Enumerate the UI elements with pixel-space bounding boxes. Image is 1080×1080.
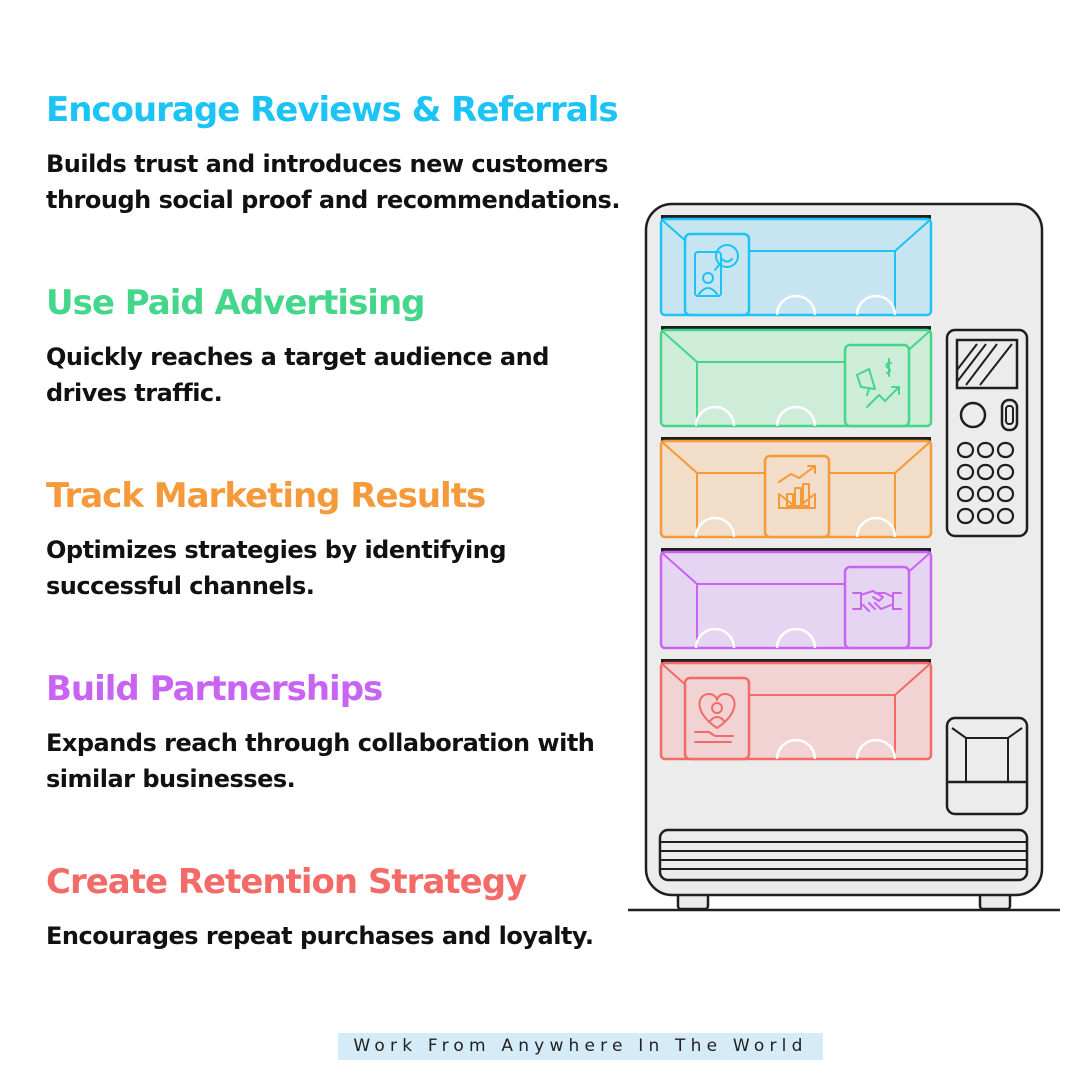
keypad-button <box>996 507 1015 525</box>
vent-grille <box>658 828 1029 882</box>
shelf-perspective <box>660 329 932 363</box>
machine-shelves <box>659 215 933 761</box>
shelf-coil <box>775 405 817 427</box>
shelf-coil <box>855 738 897 760</box>
keypad <box>956 441 1015 525</box>
shelf-coil <box>775 738 817 760</box>
item-build-partnerships: Build Partnerships Expands reach through… <box>46 669 646 793</box>
coin-button <box>959 401 987 429</box>
item-description: Quickly reaches a target audience and dr… <box>46 343 549 407</box>
shelf-coil <box>694 627 736 649</box>
shelf-1 <box>659 215 933 317</box>
shelf-2 <box>659 326 933 428</box>
item-encourage-reviews: Encourage Reviews & Referrals Builds tru… <box>46 90 646 214</box>
item-title: Use Paid Advertising <box>46 283 426 323</box>
keypad-button <box>956 485 975 503</box>
shelf-divider <box>661 215 931 219</box>
shelf-coil <box>855 516 897 538</box>
shelf-divider <box>661 437 931 441</box>
shelf-coil <box>775 627 817 649</box>
keypad-button <box>996 463 1015 481</box>
item-paid-advertising: Use Paid Advertising Quickly reaches a t… <box>46 283 646 407</box>
item-retention-strategy: Create Retention Strategy Encourages rep… <box>46 862 646 950</box>
keypad-button <box>996 485 1015 503</box>
control-panel <box>945 328 1029 538</box>
shelf-5 <box>659 659 933 761</box>
item-description: Encourages repeat purchases and loyalty. <box>46 922 594 950</box>
keypad-button <box>976 441 995 459</box>
keypad-button <box>976 507 995 525</box>
heart-hand-icon <box>683 676 751 761</box>
item-description: Optimizes strategies by identifying succ… <box>46 536 507 600</box>
shelf-divider <box>661 659 931 663</box>
shelf-divider <box>661 326 931 330</box>
item-title: Encourage Reviews & Referrals <box>46 90 619 130</box>
keypad-button <box>976 463 995 481</box>
dispense-flap <box>945 716 1029 816</box>
item-track-results: Track Marketing Results Optimizes strate… <box>46 476 646 600</box>
megaphone-dollar-icon <box>843 343 911 428</box>
keypad-button <box>956 441 975 459</box>
item-title: Create Retention Strategy <box>46 862 527 902</box>
keypad-button <box>956 507 975 525</box>
shelf-perspective <box>660 662 932 696</box>
item-description: Expands reach through collaboration with… <box>46 729 595 793</box>
handshake-icon <box>843 565 911 650</box>
shelf-coil <box>694 516 736 538</box>
keypad-button <box>996 441 1015 459</box>
item-title: Track Marketing Results <box>46 476 486 516</box>
shelf-coil <box>855 294 897 316</box>
shelf-coil <box>694 405 736 427</box>
footer-banner: Work From Anywhere In The World <box>338 1033 823 1060</box>
shelf-perspective <box>660 218 932 252</box>
shelf-divider <box>661 548 931 552</box>
shelf-3 <box>659 437 933 539</box>
shelf-4 <box>659 548 933 650</box>
growth-chart-icon <box>763 454 831 539</box>
keypad-button <box>956 463 975 481</box>
review-chat-icon <box>683 232 751 317</box>
shelf-perspective <box>660 551 932 585</box>
display-screen <box>955 338 1019 390</box>
item-description: Builds trust and introduces new customer… <box>46 150 620 214</box>
item-title: Build Partnerships <box>46 669 383 709</box>
shelf-coil <box>775 294 817 316</box>
keypad-button <box>976 485 995 503</box>
